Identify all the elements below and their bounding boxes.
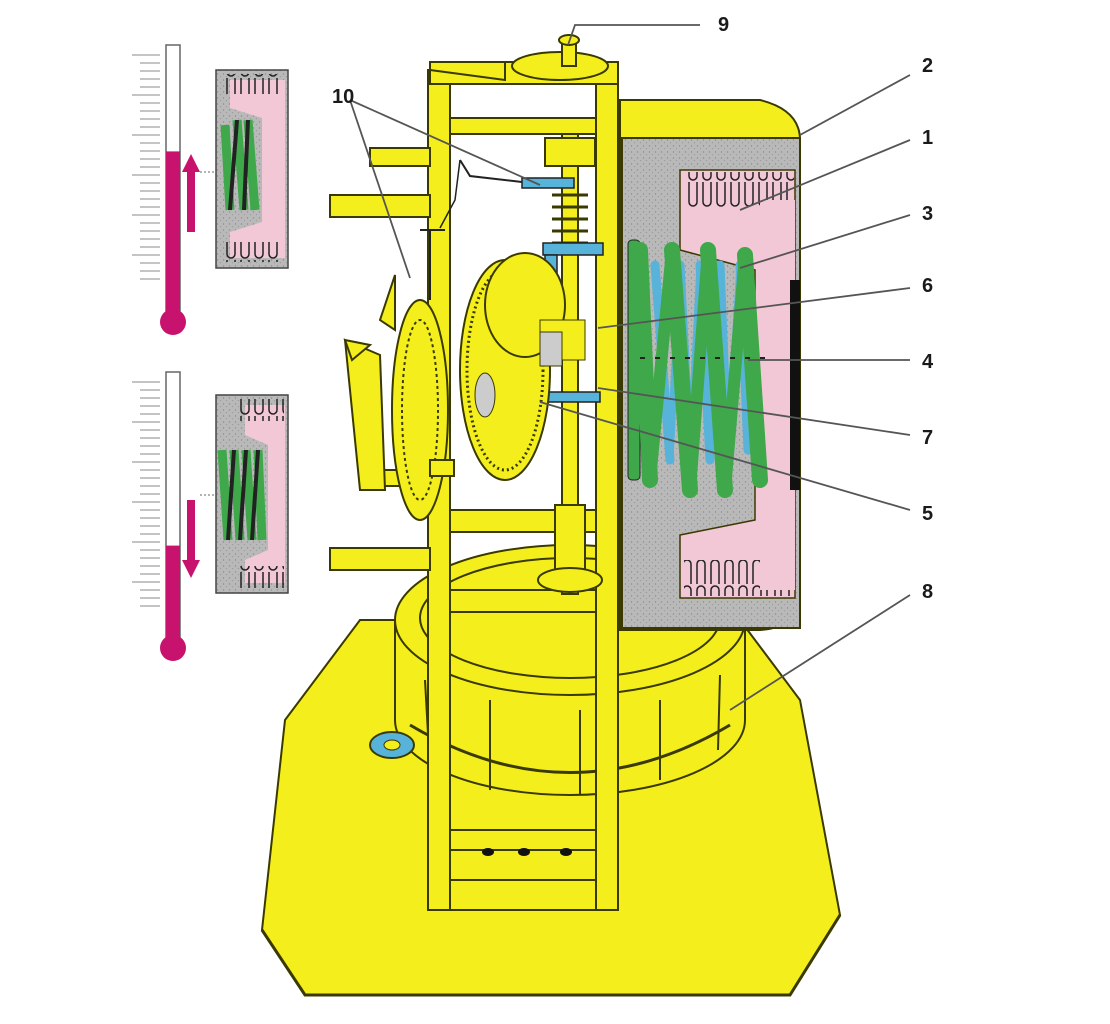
arrow-down-icon [182,500,200,578]
frame-crossbar-bottom [449,829,597,851]
escapement [343,229,455,521]
top-screw [429,34,609,82]
inset-warming [132,44,289,335]
capsule-inset-top [215,69,289,269]
base-plate-edge [260,914,842,997]
thermometer-top-fill [166,151,180,325]
callout-2: 2 [922,55,933,77]
inset-cooling [132,371,289,661]
callout-5: 5 [922,503,933,525]
thermometer-bottom-fill [166,545,180,652]
coil-green [632,242,768,498]
callout-labels: 9 2 10 1 3 6 4 7 5 8 [332,14,934,603]
thermometer-top [132,44,186,335]
capsule-inset-bottom [215,394,289,594]
callout-6: 6 [922,275,933,297]
callout-8: 8 [922,581,933,603]
callout-3: 3 [922,203,933,225]
frame-foot [449,879,597,911]
frame-crossbar-lower [449,589,597,613]
leader-lines [349,24,911,711]
frame-post-right [595,69,619,911]
arrow-up-icon [182,154,200,232]
capsule [619,99,801,631]
callout-9: 9 [718,14,729,36]
thermometer-bottom [132,371,186,661]
callout-4: 4 [922,351,934,373]
callout-10: 10 [332,86,354,108]
callout-7: 7 [922,427,933,449]
callout-1: 1 [922,127,933,149]
foot-holes [482,848,572,856]
main-gear [459,252,586,481]
frame-crossbar-upper [449,117,597,135]
